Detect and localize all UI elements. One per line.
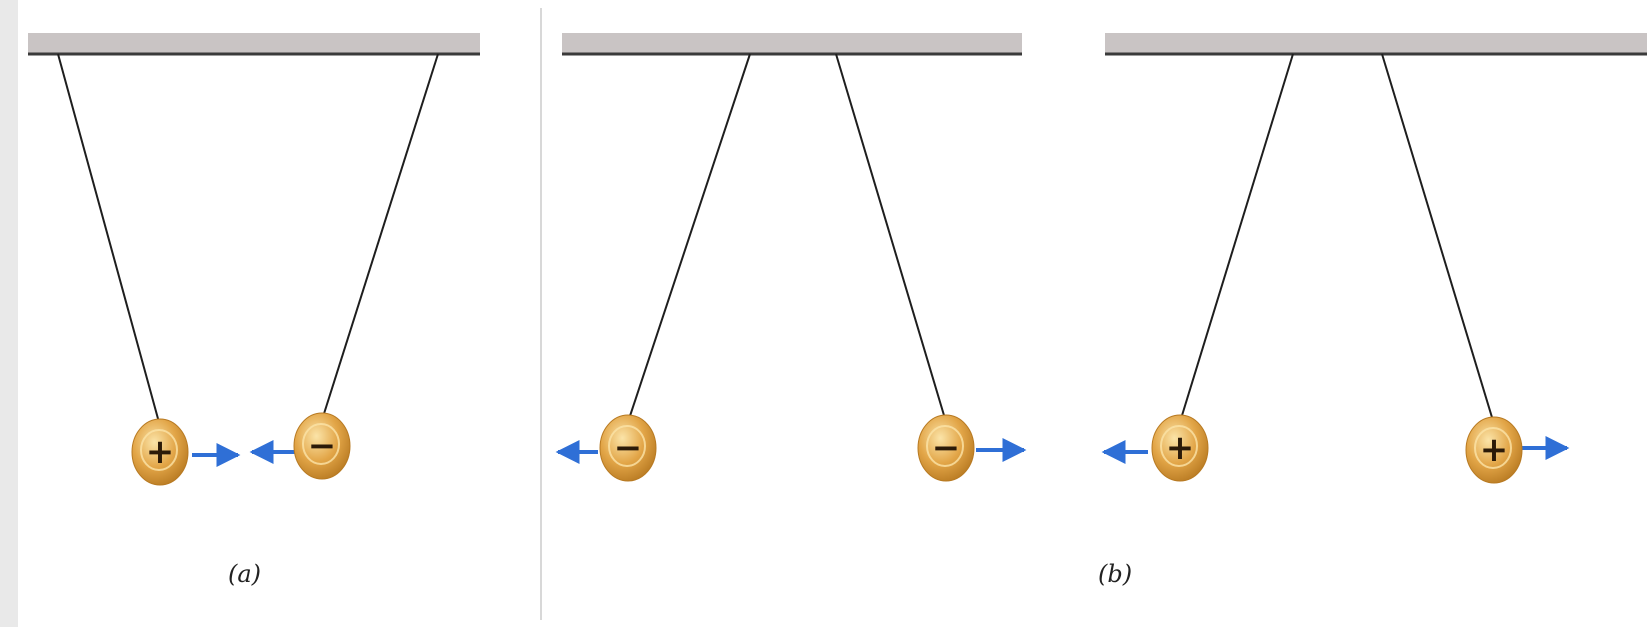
panel-a: +− [28,33,480,485]
left-edge-shadow [0,0,18,627]
string [322,54,438,420]
string [628,54,750,422]
string [836,54,946,422]
negative-charge-sign: − [932,428,961,468]
panel-b-positive-pair: ++ [1104,33,1647,483]
string [1180,54,1293,422]
negative-charge-sign: − [614,428,643,468]
panel-b-negative-pair: −− [558,33,1024,481]
string [1382,54,1494,424]
caption-b: (b) [1098,560,1132,588]
ceiling-bar [28,33,480,53]
caption-a: (a) [228,560,261,588]
positive-charge-sign: + [1480,430,1509,470]
positive-charge-sign: + [146,432,175,472]
ceiling-bar [562,33,1022,53]
string [58,54,160,426]
positive-charge-sign: + [1166,428,1195,468]
negative-charge-sign: − [308,426,337,466]
ceiling-bar [1105,33,1647,53]
